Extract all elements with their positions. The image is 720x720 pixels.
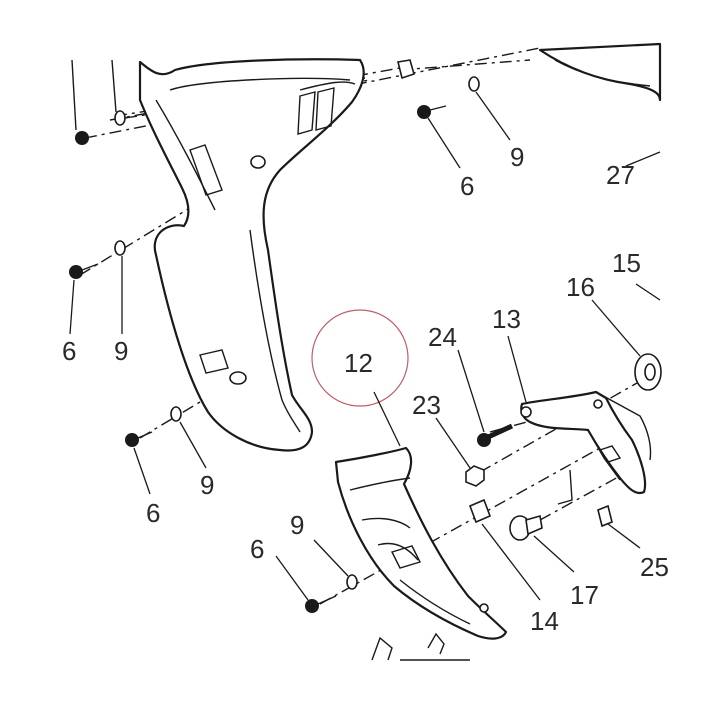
callout-6-top: 6: [460, 171, 474, 201]
callout-9-low: 9: [290, 510, 304, 540]
callout-9-mid: 9: [200, 470, 214, 500]
callout-14: 14: [530, 606, 559, 636]
mounting-bracket: [520, 353, 662, 505]
callout-13: 13: [492, 304, 521, 334]
highlight-circle: [311, 309, 409, 407]
lower-spoiler-panel: [334, 446, 508, 640]
callout-9-top: 9: [510, 142, 524, 172]
hardware: [69, 59, 613, 661]
callout-6-left: 6: [62, 336, 76, 366]
callout-6-mid: 6: [146, 498, 160, 528]
callout-16: 16: [566, 272, 595, 302]
callout-17: 17: [570, 580, 599, 610]
callout-15: 15: [612, 248, 641, 278]
callout-23: 23: [412, 390, 441, 420]
callout-12: 12: [344, 348, 373, 378]
callout-6-low: 6: [250, 534, 264, 564]
callout-labels: 6 9 27 6 9 15 16 13 24 12 23 9 6 9 6 17 …: [62, 142, 669, 636]
left-side-panel: [138, 58, 415, 452]
callout-27: 27: [606, 160, 635, 190]
leader-lines: [69, 91, 661, 601]
callout-25: 25: [640, 552, 669, 582]
callout-24: 24: [428, 322, 457, 352]
upper-fairing-part: [538, 42, 662, 102]
callout-9-left: 9: [114, 336, 128, 366]
